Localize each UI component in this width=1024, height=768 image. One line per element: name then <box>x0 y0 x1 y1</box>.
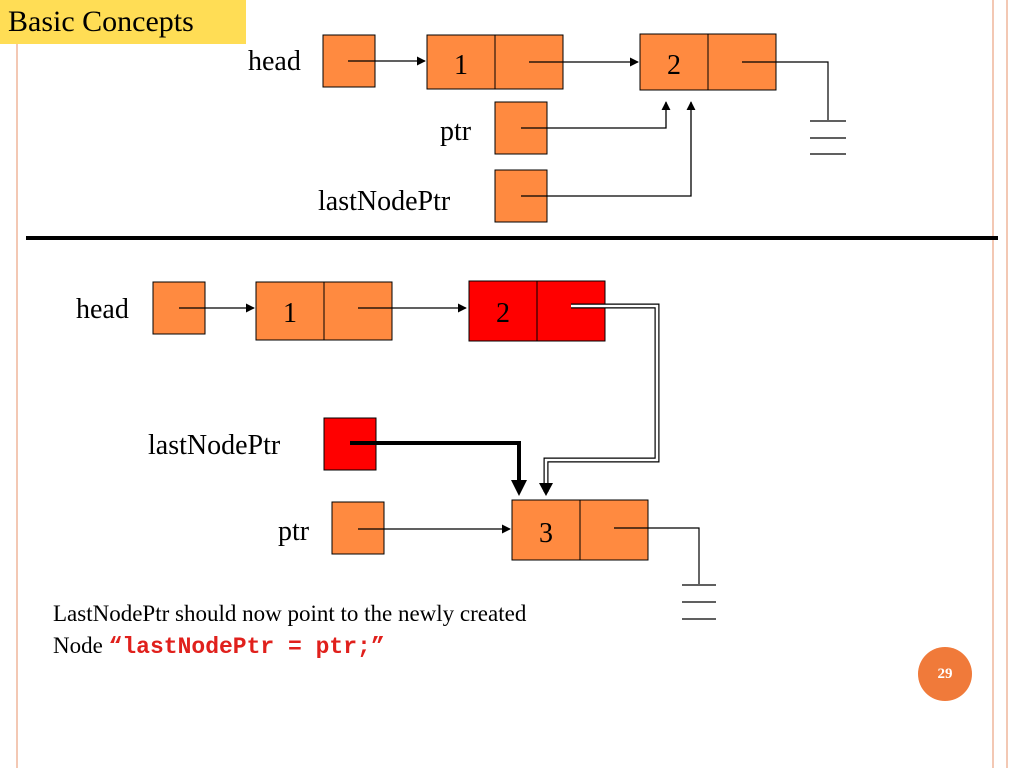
top-diagram <box>322 33 846 223</box>
top-last-label: lastNodePtr <box>318 186 451 217</box>
bottom-node2-next <box>536 280 606 342</box>
top-node2-value: 2 <box>667 50 681 81</box>
caption-code: “lastNodePtr = ptr;” <box>108 634 385 660</box>
bottom-node2-link-inner <box>544 304 659 492</box>
top-last-arrow <box>521 101 696 197</box>
bottom-node3-value: 3 <box>539 518 553 549</box>
bottom-ptr-box <box>331 501 385 555</box>
frame-right-line-inner <box>1006 0 1008 768</box>
caption: LastNodePtr should now point to the newl… <box>53 598 673 663</box>
bottom-node2-link-head <box>539 483 553 496</box>
bottom-node1-next <box>323 281 393 341</box>
bottom-node3-data <box>511 499 581 561</box>
top-null-line <box>742 61 829 120</box>
bottom-last-arrow-head <box>511 480 527 496</box>
bottom-node1-data <box>255 281 325 341</box>
bottom-null-line <box>614 527 700 584</box>
bottom-last-arrow <box>350 441 521 484</box>
bottom-node2-value: 2 <box>496 298 510 329</box>
top-ptr-arrow <box>521 101 671 129</box>
frame-left-line <box>16 0 18 768</box>
bottom-head-label: head <box>76 294 129 325</box>
top-node2-data <box>639 33 709 91</box>
page-number-badge: 29 <box>918 647 972 701</box>
caption-line2: Node “lastNodePtr = ptr;” <box>53 630 673 663</box>
slide-title: Basic Concepts <box>0 0 246 44</box>
top-ptr-label: ptr <box>440 116 472 147</box>
bottom-node1-value: 1 <box>283 298 297 329</box>
caption-line1: LastNodePtr should now point to the newl… <box>53 601 527 626</box>
top-head-label: head <box>248 46 301 77</box>
frame-right-line-outer <box>992 0 994 768</box>
bottom-node3-next <box>579 499 649 561</box>
top-node1-data <box>426 34 496 90</box>
top-node1-value: 1 <box>454 50 468 81</box>
bottom-diagram <box>152 280 716 620</box>
bottom-ptr-label: ptr <box>278 516 310 547</box>
caption-line2-prefix: Node <box>53 633 109 658</box>
bottom-last-label: lastNodePtr <box>148 430 281 461</box>
